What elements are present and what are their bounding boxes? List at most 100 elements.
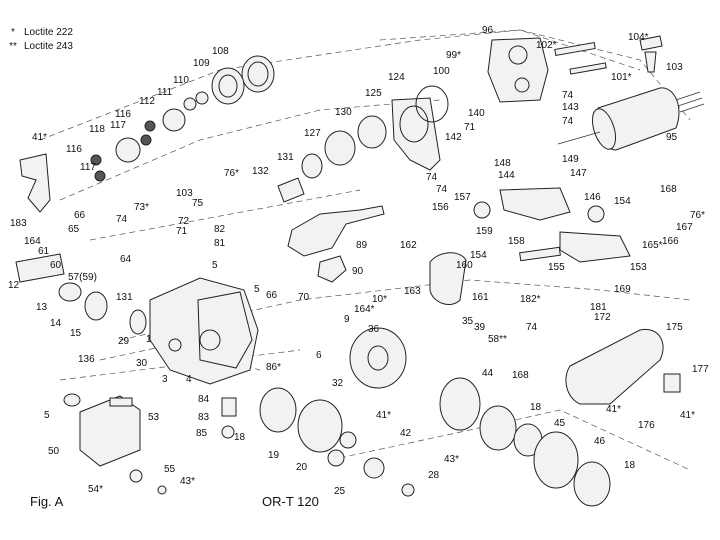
callout-90: 90 — [352, 266, 364, 277]
callout-110: 110 — [173, 75, 189, 86]
callout-156: 156 — [432, 202, 449, 213]
legend-row: ** Loctite 243 — [8, 40, 73, 54]
callout-64: 64 — [120, 254, 132, 265]
callout-9: 9 — [344, 314, 350, 325]
callout-158: 158 — [508, 236, 525, 247]
callout-75: 75 — [192, 198, 204, 209]
part-callouts: 96 99* 102* 104* 103 100 101* 108 109 11… — [8, 25, 709, 497]
callout-73: 73* — [134, 202, 149, 213]
callout-41c: 41* — [680, 410, 695, 421]
callout-43b: 43* — [180, 476, 195, 487]
callout-4: 4 — [186, 374, 192, 385]
callout-136: 136 — [78, 354, 95, 365]
callout-132: 132 — [252, 166, 269, 177]
callout-96: 96 — [482, 25, 494, 36]
callout-50: 50 — [48, 446, 60, 457]
callout-84: 84 — [198, 394, 210, 405]
callout-144: 144 — [498, 170, 515, 181]
callout-41d: 41* — [376, 410, 391, 421]
callout-104: 104* — [628, 32, 649, 43]
callout-39: 39 — [474, 322, 486, 333]
callout-159: 159 — [476, 226, 493, 237]
trigger-lever-89 — [287, 205, 385, 283]
callout-74d: 74 — [116, 214, 128, 225]
callout-28: 28 — [428, 470, 440, 481]
callout-30: 30 — [136, 358, 148, 369]
legend-symbol: * — [11, 27, 15, 38]
callout-154a: 154 — [614, 196, 631, 207]
callout-95: 95 — [666, 132, 678, 143]
callout-74c: 74 — [426, 172, 438, 183]
callout-99: 99* — [446, 50, 461, 61]
callout-5c: 5 — [44, 410, 50, 421]
callout-160: 160 — [456, 260, 473, 271]
callout-18b: 18 — [624, 460, 636, 471]
callout-1: 1 — [146, 334, 152, 345]
callout-116a: 116 — [115, 109, 131, 120]
callout-181: 181 — [590, 302, 607, 313]
callout-19: 19 — [268, 450, 280, 461]
callout-71a: 71 — [464, 122, 476, 133]
figure-label: Fig. A — [30, 494, 64, 509]
callout-18a: 18 — [530, 402, 542, 413]
callout-117b: 117 — [80, 162, 96, 173]
callout-103: 103 — [666, 62, 683, 73]
callout-41a: 41* — [32, 132, 47, 143]
model-label: OR-T 120 — [262, 494, 319, 509]
callout-10: 10* — [372, 294, 387, 305]
callout-177: 177 — [692, 364, 709, 375]
clutch-and-ring-gears — [439, 377, 611, 507]
callout-45: 45 — [554, 418, 566, 429]
legend-symbol: ** — [9, 41, 17, 52]
callout-165: 165* — [642, 240, 663, 251]
callout-146: 146 — [584, 192, 601, 203]
callout-15: 15 — [70, 328, 82, 339]
callout-83: 83 — [198, 412, 210, 423]
motor — [557, 87, 705, 151]
callout-148: 148 — [494, 158, 511, 169]
gear-train-center — [259, 327, 415, 497]
callout-153: 153 — [630, 262, 647, 273]
spring-cylinder-83 — [221, 397, 237, 439]
callout-111: 111 — [157, 87, 173, 98]
callout-164: 164 — [24, 236, 41, 247]
callout-35: 35 — [462, 316, 474, 327]
callout-44: 44 — [482, 368, 494, 379]
lower-block-53 — [63, 393, 167, 495]
callout-65: 65 — [68, 224, 80, 235]
callout-183: 183 — [10, 218, 27, 229]
callout-76b: 76* — [690, 210, 705, 221]
callout-142: 142 — [445, 132, 462, 143]
callout-71b: 71 — [176, 226, 188, 237]
bracket-183 — [19, 153, 51, 213]
callout-74e: 74 — [526, 322, 538, 333]
valve-assembly — [429, 187, 631, 305]
callout-182: 182* — [520, 294, 541, 305]
callout-89: 89 — [356, 240, 368, 251]
callout-149: 149 — [562, 154, 579, 165]
callout-100: 100 — [433, 66, 450, 77]
callout-13: 13 — [36, 302, 48, 313]
legend-text: Loctite 243 — [24, 41, 73, 52]
callout-53: 53 — [148, 412, 160, 423]
callout-14: 14 — [50, 318, 62, 329]
callout-76a: 76* — [224, 168, 239, 179]
callout-169: 169 — [614, 284, 631, 295]
handle-175 — [565, 328, 681, 405]
callout-161: 161 — [472, 292, 489, 303]
callout-112: 112 — [139, 96, 155, 107]
callout-117a: 117 — [110, 120, 126, 131]
callout-58: 58** — [488, 334, 507, 345]
callout-72: 72 — [178, 216, 190, 227]
callout-66b: 66 — [266, 290, 278, 301]
bearing-stack-left — [90, 55, 275, 182]
callout-41b: 41* — [606, 404, 621, 415]
callout-154b: 154 — [470, 250, 487, 261]
callout-82: 82 — [214, 224, 226, 235]
loctite-legend: * Loctite 222 ** Loctite 243 — [8, 26, 73, 54]
callout-101: 101* — [611, 72, 632, 83]
callout-42: 42 — [400, 428, 412, 439]
callout-36: 36 — [368, 324, 380, 335]
callout-127: 127 — [304, 128, 321, 139]
